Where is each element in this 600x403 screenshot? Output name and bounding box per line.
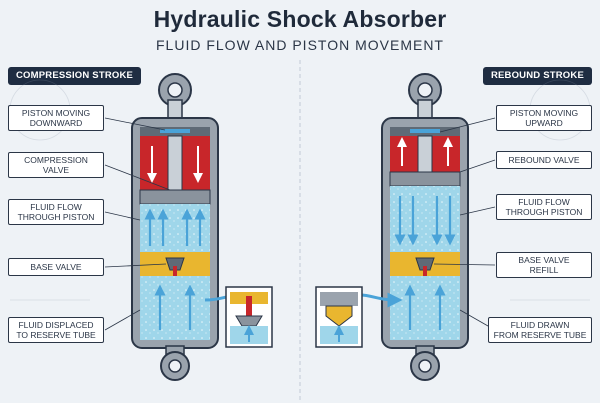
diagram-subtitle: FLUID FLOW AND PISTON MOVEMENT xyxy=(156,37,444,53)
piston xyxy=(139,189,211,205)
pressure-arrows xyxy=(147,146,203,183)
base-valve-icon xyxy=(165,257,185,271)
diagram-title: Hydraulic Shock Absorber xyxy=(153,6,447,32)
piston xyxy=(389,171,461,187)
compression-absorber xyxy=(104,73,273,381)
pressure-arrows xyxy=(397,137,453,166)
flow-arrows xyxy=(144,208,206,330)
label-base-valve: BASE VALVE xyxy=(8,258,104,276)
flow-arrows xyxy=(394,196,456,330)
compression-stroke-tag: COMPRESSION STROKE xyxy=(8,67,142,85)
label-rebound-valve: REBOUND VALVE xyxy=(496,151,592,169)
rebound-stroke-tag: REBOUND STROKE xyxy=(482,67,592,85)
rebound-absorber xyxy=(315,73,496,381)
base-valve-icon xyxy=(415,257,435,271)
